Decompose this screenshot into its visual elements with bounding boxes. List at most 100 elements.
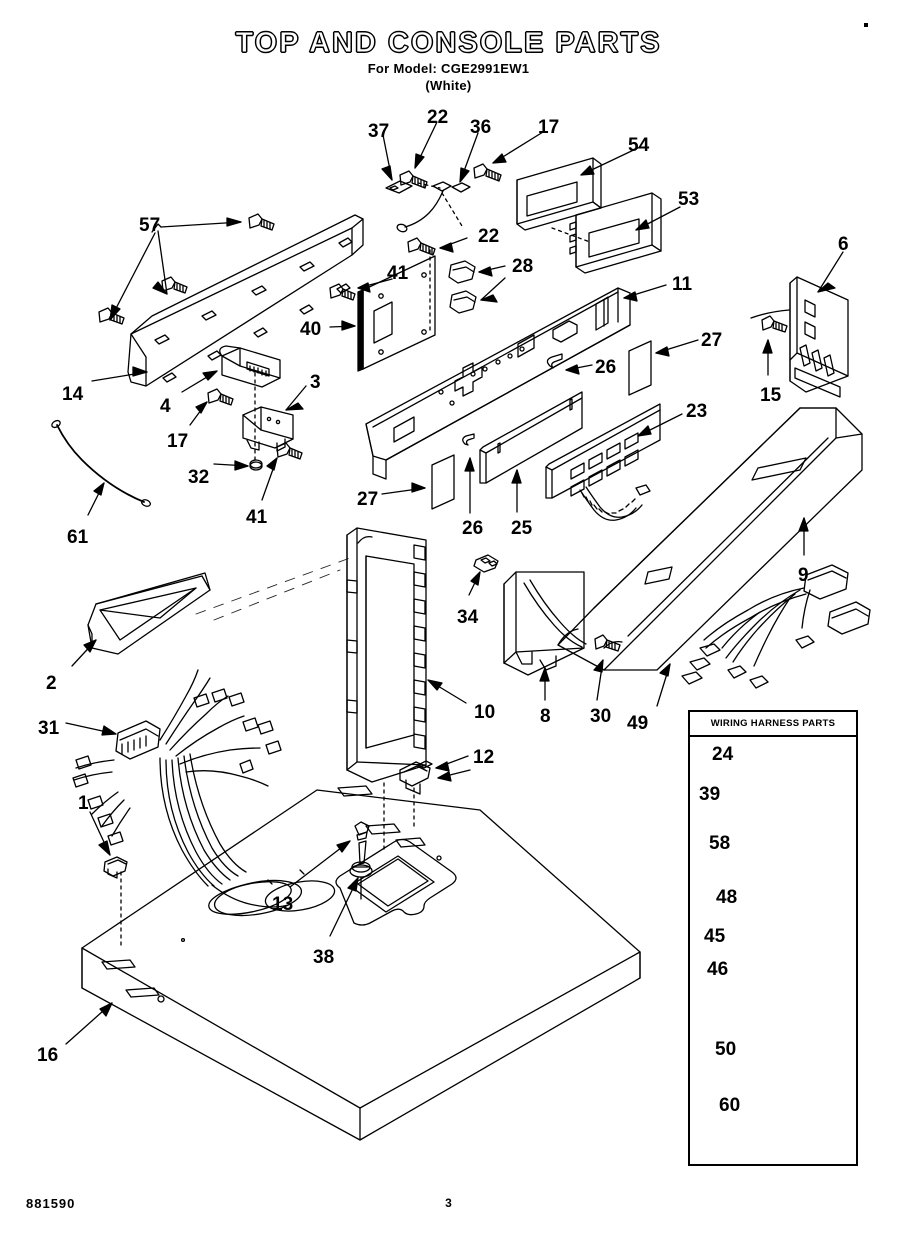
leader-11 xyxy=(623,284,667,302)
leader-1-right xyxy=(437,769,471,782)
part-61-wire xyxy=(51,419,152,507)
leader-57 xyxy=(109,217,242,321)
leader-27-left xyxy=(381,482,426,495)
part-41-screw-lower xyxy=(276,442,303,460)
harness-callout-number-58: 58 xyxy=(709,833,731,854)
part-25-control-panel xyxy=(479,391,583,484)
model-number: CGE2991EW1 xyxy=(441,61,530,77)
assembly-axis-1 xyxy=(120,787,415,949)
harness-callout-number-39: 39 xyxy=(699,784,721,805)
registration-mark-icon xyxy=(864,23,868,27)
part-34-clip xyxy=(473,554,499,573)
callout-number-32: 32 xyxy=(188,467,210,488)
leader-27-right xyxy=(655,339,699,357)
leader-61 xyxy=(87,482,105,516)
leader-6 xyxy=(817,251,844,293)
part-2-cover xyxy=(87,572,211,655)
leader-15 xyxy=(762,339,773,376)
callout-number-31: 31 xyxy=(38,718,60,739)
part-32-nut xyxy=(249,459,263,471)
leader-22-lower xyxy=(439,237,468,253)
leader-14 xyxy=(91,366,148,382)
part-22-screw-lower xyxy=(407,237,436,256)
part-1-clip-right xyxy=(399,760,433,795)
part-28-knobs xyxy=(448,260,477,314)
part-17-screw-upper xyxy=(473,163,502,182)
harness-callout-number-50: 50 xyxy=(715,1039,737,1060)
part-49-harness xyxy=(681,564,871,689)
callout-number-49: 49 xyxy=(627,713,649,734)
model-line: For Model: CGE2991EW1 xyxy=(0,61,897,76)
callout-number-14: 14 xyxy=(62,384,84,405)
callout-number-27: 27 xyxy=(357,489,379,510)
leader-8 xyxy=(539,667,550,701)
part-38-grommet xyxy=(349,861,373,900)
part-26-lower-clip xyxy=(462,433,475,446)
leader-3 xyxy=(285,385,307,411)
part-41-screw-upper xyxy=(329,283,356,301)
leader-17-upper xyxy=(492,131,544,164)
callout-number-3: 3 xyxy=(310,372,321,393)
callout-number-17: 17 xyxy=(538,117,560,138)
part-37-clip xyxy=(385,180,413,194)
callout-number-8: 8 xyxy=(540,706,551,727)
part-54-vent xyxy=(516,157,602,231)
harness-callout-number-24: 24 xyxy=(712,744,734,765)
leader-16 xyxy=(65,1002,113,1045)
callout-number-25: 25 xyxy=(511,518,533,539)
leader-13 xyxy=(289,840,351,888)
leader-53 xyxy=(635,206,681,231)
page-number: 3 xyxy=(445,1196,452,1210)
part-30-screw xyxy=(594,634,621,652)
callout-number-40: 40 xyxy=(300,319,322,340)
callout-number-36: 36 xyxy=(470,117,492,138)
callout-number-26: 26 xyxy=(462,518,484,539)
part-4-bracket xyxy=(219,345,281,388)
model-prefix-label: For Model: xyxy=(367,61,438,77)
callout-number-16: 16 xyxy=(37,1045,59,1066)
callout-number-34: 34 xyxy=(457,607,479,628)
leader-32 xyxy=(213,460,249,471)
leader-26-upper xyxy=(565,364,593,375)
leader-1-left xyxy=(89,811,111,856)
leader-49 xyxy=(656,663,671,707)
part-6-end-bracket xyxy=(750,276,849,398)
part-53-housing xyxy=(569,192,662,274)
part-31-main-harness xyxy=(72,669,292,915)
assembly-axis-22-36 xyxy=(417,182,463,331)
leader-23 xyxy=(637,413,683,437)
part-15-screw xyxy=(761,315,788,333)
callout-number-53: 53 xyxy=(678,189,700,210)
callout-number-2: 2 xyxy=(46,673,57,694)
part-22-screw-upper xyxy=(399,170,428,189)
part-27-plate-left xyxy=(431,454,455,510)
callout-number-30: 30 xyxy=(590,706,612,727)
harness-box-header: WIRING HARNESS PARTS xyxy=(690,712,856,737)
part-9-rear-cover xyxy=(557,407,863,671)
callout-number-41: 41 xyxy=(246,507,268,528)
part-27-plate-right xyxy=(628,340,652,396)
harness-callout-number-48: 48 xyxy=(716,887,738,908)
leader-36 xyxy=(459,132,479,183)
title-block: TOP AND CONSOLE PARTS For Model: CGE2991… xyxy=(0,27,897,93)
callout-number-22: 22 xyxy=(478,226,500,247)
leader-25 xyxy=(511,469,522,513)
harness-callout-number-45: 45 xyxy=(704,926,726,947)
wiring-harness-parts-box: WIRING HARNESS PARTS xyxy=(688,710,858,1166)
callout-number-23: 23 xyxy=(686,401,708,422)
callout-number-9: 9 xyxy=(798,565,809,586)
callout-number-10: 10 xyxy=(474,702,496,723)
part-14-console-bracket xyxy=(127,214,364,387)
assembly-axis-54-53 xyxy=(551,227,591,243)
leader-34 xyxy=(468,571,481,596)
part-16-cooktop xyxy=(81,785,641,1141)
callout-number-22: 22 xyxy=(427,107,449,128)
leader-17-left xyxy=(189,401,208,426)
part-10-frame xyxy=(346,527,427,783)
part-1-clip-left xyxy=(103,856,128,879)
leader-22-upper xyxy=(414,121,438,169)
callout-number-57: 57 xyxy=(139,215,161,236)
callout-number-1: 1 xyxy=(78,793,89,814)
part-57-screws xyxy=(98,213,275,325)
footer-code: 881590 xyxy=(26,1196,76,1211)
